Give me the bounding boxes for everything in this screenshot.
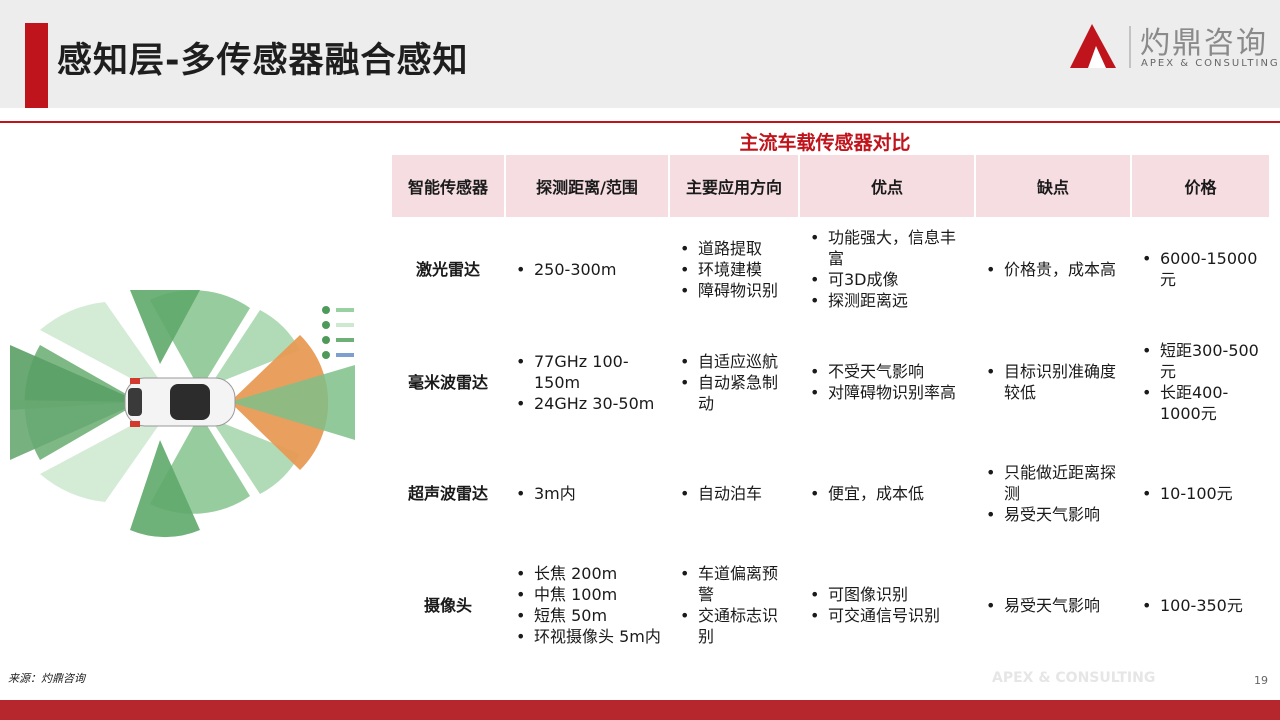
footer-band xyxy=(0,700,1280,720)
header-cons: 缺点 xyxy=(976,155,1130,217)
price-cell: 100-350元 xyxy=(1132,543,1269,667)
cons-cell: 只能做近距离探测 易受天气影响 xyxy=(976,443,1130,543)
list-item: 长距400-1000元 xyxy=(1142,382,1263,424)
list-item: 不受天气影响 xyxy=(810,361,968,382)
header-application: 主要应用方向 xyxy=(670,155,798,217)
list-item: 100-350元 xyxy=(1142,595,1263,616)
table-row: 摄像头 长焦 200m 中焦 100m 短焦 50m 环视摄像头 5m内 车道偏… xyxy=(392,543,1269,667)
list-item: 自动泊车 xyxy=(680,483,792,504)
list-item: 易受天气影响 xyxy=(986,595,1124,616)
header-price: 价格 xyxy=(1132,155,1269,217)
range-cell: 3m内 xyxy=(506,443,668,543)
table-row: 超声波雷达 3m内 自动泊车 便宜，成本低 只能做近距离探测 易受天气影响 10… xyxy=(392,443,1269,543)
list-item: 易受天气影响 xyxy=(986,504,1124,525)
pros-cell: 可图像识别 可交通信号识别 xyxy=(800,543,974,667)
list-item: 便宜，成本低 xyxy=(810,483,968,504)
list-item: 短距300-500元 xyxy=(1142,340,1263,382)
list-item: 可交通信号识别 xyxy=(810,605,968,626)
sensor-name: 激光雷达 xyxy=(415,259,480,279)
list-item: 探测距离远 xyxy=(810,290,968,311)
list-item: 长焦 200m xyxy=(516,563,662,584)
range-cell: 长焦 200m 中焦 100m 短焦 50m 环视摄像头 5m内 xyxy=(506,543,668,667)
apex-logo-icon xyxy=(1070,24,1131,68)
table-title: 主流车载传感器对比 xyxy=(739,132,911,154)
list-item: 中焦 100m xyxy=(516,584,662,605)
sensor-name: 毫米波雷达 xyxy=(407,372,488,392)
header-divider xyxy=(0,121,1280,123)
list-item: 24GHz 30-50m xyxy=(516,393,662,414)
cons-cell: 价格贵，成本高 xyxy=(976,217,1130,321)
list-item: 环视摄像头 5m内 xyxy=(516,626,662,647)
list-item: 可3D成像 xyxy=(810,269,968,290)
sensor-comparison-table: 智能传感器 探测距离/范围 主要应用方向 优点 缺点 价格 激光雷达 250-3… xyxy=(390,155,1271,667)
list-item: 自动紧急制动 xyxy=(680,372,792,414)
application-cell: 自适应巡航 自动紧急制动 xyxy=(670,321,798,443)
list-item: 障碍物识别 xyxy=(680,280,792,301)
cons-cell: 易受天气影响 xyxy=(976,543,1130,667)
price-cell: 10-100元 xyxy=(1132,443,1269,543)
range-cell: 250-300m xyxy=(506,217,668,321)
list-item: 只能做近距离探测 xyxy=(986,462,1124,504)
page-number: 19 xyxy=(1254,674,1268,687)
table-header-row: 智能传感器 探测距离/范围 主要应用方向 优点 缺点 价格 xyxy=(392,155,1269,217)
list-item: 短焦 50m xyxy=(516,605,662,626)
list-item: 6000-15000元 xyxy=(1142,248,1263,290)
list-item: 3m内 xyxy=(516,483,662,504)
list-item: 车道偏离预警 xyxy=(680,563,792,605)
list-item: 功能强大，信息丰富 xyxy=(810,227,968,269)
page-title: 感知层-多传感器融合感知 xyxy=(57,41,469,81)
application-cell: 道路提取 环境建模 障碍物识别 xyxy=(670,217,798,321)
cons-cell: 目标识别准确度较低 xyxy=(976,321,1130,443)
list-item: 可图像识别 xyxy=(810,584,968,605)
list-item: 77GHz 100-150m xyxy=(516,351,662,393)
logo-name-cn: 灼鼎咨询 xyxy=(1140,26,1268,61)
table-row: 毫米波雷达 77GHz 100-150m 24GHz 30-50m 自适应巡航 … xyxy=(392,321,1269,443)
list-item: 环境建模 xyxy=(680,259,792,280)
title-accent-bar xyxy=(25,23,48,108)
application-cell: 车道偏离预警 交通标志识别 xyxy=(670,543,798,667)
source-note: 来源：灼鼎咨询 xyxy=(8,672,85,685)
price-cell: 短距300-500元 长距400-1000元 xyxy=(1132,321,1269,443)
list-item: 价格贵，成本高 xyxy=(986,259,1124,280)
list-item: 250-300m xyxy=(516,259,662,280)
header-band xyxy=(0,0,1280,108)
range-cell: 77GHz 100-150m 24GHz 30-50m xyxy=(506,321,668,443)
sensor-name: 超声波雷达 xyxy=(407,483,488,503)
header-range: 探测距离/范围 xyxy=(506,155,668,217)
logo-name-en: APEX & CONSULTING xyxy=(1141,58,1280,69)
pros-cell: 便宜，成本低 xyxy=(800,443,974,543)
pros-cell: 功能强大，信息丰富 可3D成像 探测距离远 xyxy=(800,217,974,321)
table-row: 激光雷达 250-300m 道路提取 环境建模 障碍物识别 功能强大，信息丰富 … xyxy=(392,217,1269,321)
list-item: 自适应巡航 xyxy=(680,351,792,372)
list-item: 道路提取 xyxy=(680,238,792,259)
list-item: 交通标志识别 xyxy=(680,605,792,647)
list-item: 对障碍物识别率高 xyxy=(810,382,968,403)
list-item: 目标识别准确度较低 xyxy=(986,361,1124,403)
sensor-name: 摄像头 xyxy=(423,595,472,615)
application-cell: 自动泊车 xyxy=(670,443,798,543)
list-item: 10-100元 xyxy=(1142,483,1263,504)
pros-cell: 不受天气影响 对障碍物识别率高 xyxy=(800,321,974,443)
car-sensor-coverage-illustration xyxy=(10,290,355,538)
watermark-text: APEX & CONSULTING xyxy=(992,670,1156,686)
price-cell: 6000-15000元 xyxy=(1132,217,1269,321)
header-sensor: 智能传感器 xyxy=(392,155,504,217)
header-pros: 优点 xyxy=(800,155,974,217)
